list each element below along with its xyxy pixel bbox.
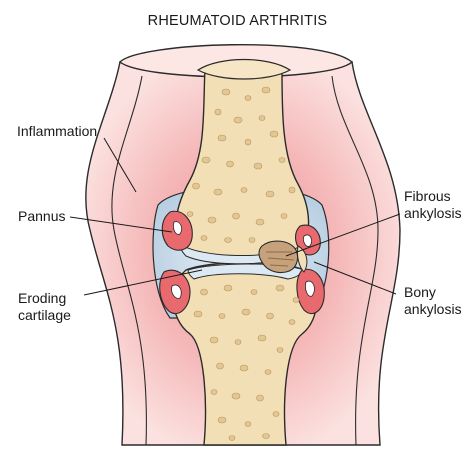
label-fibrous-ankylosis-line2: ankylosis <box>404 205 462 221</box>
lower-bone-trabeculae <box>193 284 300 441</box>
label-bony-ankylosis-line1: Bony <box>404 284 436 300</box>
erosion-right <box>303 234 315 297</box>
fibrous-tissue <box>258 240 299 274</box>
fibrous-tissue-texture <box>266 251 295 267</box>
capsule-membrane-right <box>331 75 379 446</box>
upper-bone-cap <box>196 58 292 80</box>
label-bony-ankylosis: Bony ankylosis <box>404 284 462 318</box>
bony-ankylosis-bridge <box>297 245 308 273</box>
erosion-left <box>171 221 182 299</box>
leader-inflammation <box>103 137 137 193</box>
leader-eroding-cartilage <box>83 269 203 296</box>
label-eroding-cartilage-line2: cartilage <box>18 307 71 323</box>
leader-fibrous-ankylosis <box>285 213 401 257</box>
label-fibrous-ankylosis: Fibrous ankylosis <box>404 188 462 222</box>
label-eroding-cartilage: Eroding cartilage <box>18 290 71 324</box>
upper-bone-trabeculae <box>186 86 296 243</box>
leader-bony-ankylosis <box>313 261 397 295</box>
label-pannus: Pannus <box>18 208 66 224</box>
label-inflammation: Inflammation <box>17 123 98 139</box>
label-fibrous-ankylosis-line1: Fibrous <box>404 188 451 204</box>
leader-pannus <box>69 216 173 233</box>
capsule-membrane-left <box>111 75 147 446</box>
diagram-title: RHEUMATOID ARTHRITIS <box>147 13 328 29</box>
label-bony-ankylosis-line2: ankylosis <box>404 301 462 317</box>
label-eroding-cartilage-line1: Eroding <box>18 290 67 306</box>
